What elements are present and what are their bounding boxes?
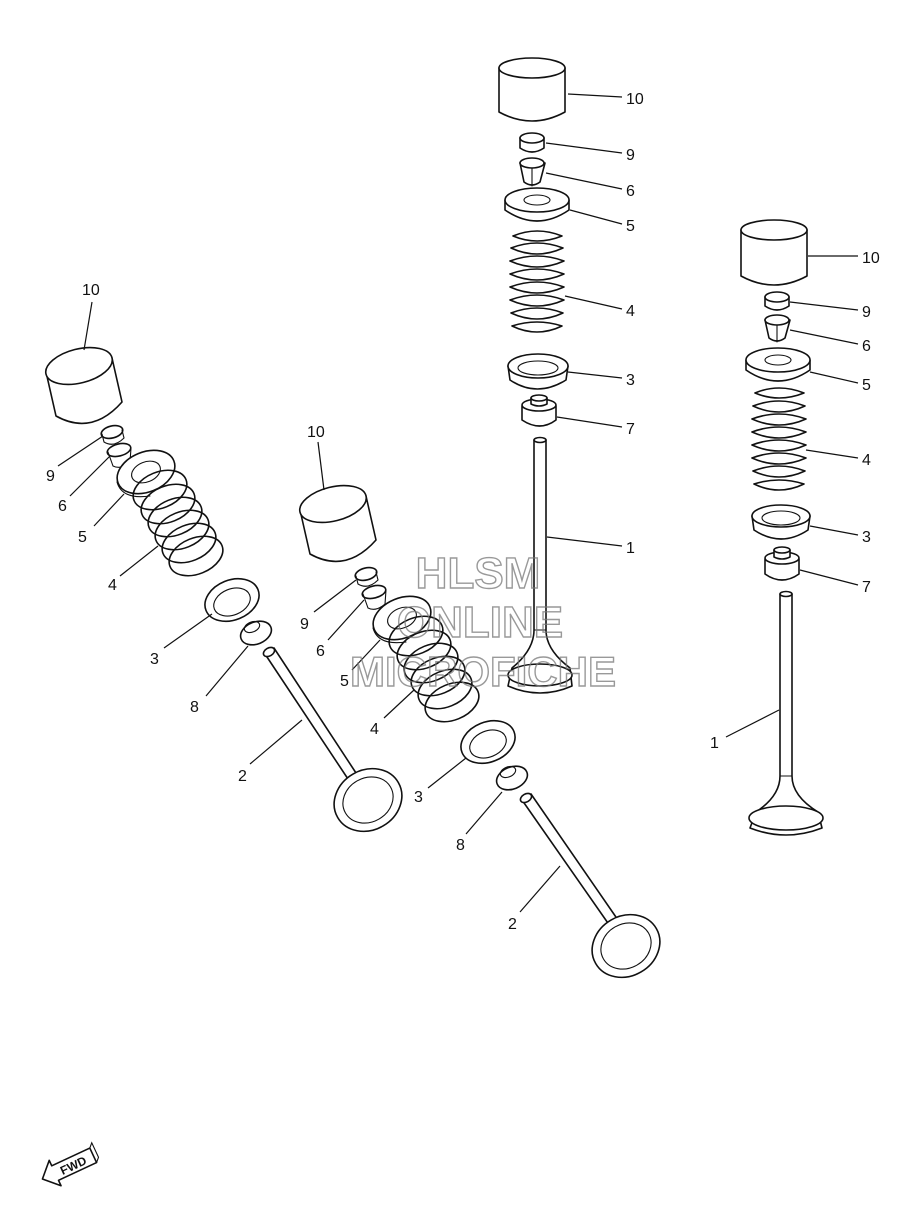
callout-label: 3 — [150, 651, 159, 668]
valve-shim-part-9 — [100, 424, 125, 445]
callout-label: 5 — [862, 377, 871, 394]
valve-shim-part-9 — [519, 132, 545, 153]
callout-label: 9 — [626, 147, 635, 164]
callout-label: 8 — [190, 699, 199, 716]
valve-spring-part-4 — [388, 615, 480, 723]
callout-label: 5 — [340, 673, 349, 690]
valve-shim-part-9 — [764, 291, 790, 311]
spring-seat-part-3 — [204, 577, 260, 623]
callout-label: 10 — [82, 282, 100, 299]
callout-label: 10 — [626, 91, 644, 108]
callout-leader-lines — [57, 93, 859, 913]
callout-label: 5 — [78, 529, 87, 546]
stem-seal-part-7 — [521, 394, 557, 427]
valve-spring-part-4 — [751, 387, 807, 491]
exhaust-valve-part-2 — [262, 646, 403, 833]
spring-retainer-part-5 — [504, 187, 570, 222]
callout-label: 4 — [370, 721, 379, 738]
callout-label: 6 — [626, 183, 635, 200]
valve-spring-part-4 — [132, 469, 224, 577]
valve-cotter-part-6 — [764, 314, 791, 343]
intake-valve-part-1 — [507, 436, 573, 694]
watermark-line-2: ONLINE — [397, 598, 563, 647]
callout-labels: 10 9 6 5 4 3 7 1 10 9 6 5 4 3 7 1 10 9 6… — [46, 91, 880, 933]
callout-label: 6 — [316, 643, 325, 660]
spring-retainer-part-5 — [745, 347, 811, 382]
valve-cotter-part-6 — [519, 157, 546, 187]
stem-seal-part-8 — [495, 765, 529, 791]
callout-label: 3 — [414, 789, 423, 806]
callout-label: 4 — [626, 303, 635, 320]
assembly-middle-diagonal — [298, 484, 661, 979]
callout-label: 5 — [626, 218, 635, 235]
stem-seal-part-8 — [239, 620, 273, 646]
callout-label: 3 — [626, 372, 635, 389]
callout-label: 10 — [862, 250, 880, 267]
forward-direction-arrow: FWD — [41, 1141, 100, 1187]
callout-label: 2 — [508, 916, 517, 933]
valve-spring-part-4 — [509, 230, 565, 333]
valve-lifter-part-10 — [298, 484, 377, 563]
callout-label: 9 — [862, 304, 871, 321]
spring-seat-part-3 — [751, 504, 811, 540]
intake-valve-part-1 — [748, 590, 824, 836]
assembly-right-vertical — [740, 219, 824, 836]
valve-shim-part-9 — [354, 566, 379, 587]
callout-label: 9 — [46, 468, 55, 485]
watermark-line-1: HLSM — [416, 549, 541, 598]
watermark-line-3: MICROFICHE — [350, 648, 616, 695]
callout-label: 8 — [456, 837, 465, 854]
valve-lifter-part-10 — [740, 219, 808, 286]
spring-retainer-part-5 — [372, 595, 432, 644]
callout-label: 1 — [710, 735, 719, 752]
assembly-center-vertical — [498, 57, 573, 694]
callout-label: 6 — [862, 338, 871, 355]
callout-label: 1 — [626, 540, 635, 557]
spring-seat-part-3 — [460, 719, 516, 765]
callout-label: 4 — [108, 577, 117, 594]
spring-retainer-part-5 — [116, 449, 176, 498]
callout-label: 7 — [862, 579, 871, 596]
assembly-left-diagonal — [44, 346, 403, 833]
callout-label: 3 — [862, 529, 871, 546]
callout-label: 2 — [238, 768, 247, 785]
watermark: HLSM ONLINE MICROFICHE — [349, 548, 616, 695]
spring-seat-part-3 — [507, 353, 569, 390]
callout-label: 6 — [58, 498, 67, 515]
exhaust-valve-part-2 — [519, 792, 661, 979]
fwd-arrow-icon — [41, 1147, 98, 1187]
callout-label: 9 — [300, 616, 309, 633]
callout-label: 10 — [307, 424, 325, 441]
callout-label: 4 — [862, 452, 871, 469]
valve-lifter-part-10 — [44, 346, 123, 425]
stem-seal-part-7 — [764, 546, 800, 581]
callout-label: 7 — [626, 421, 635, 438]
valve-lifter-part-10 — [498, 57, 566, 122]
